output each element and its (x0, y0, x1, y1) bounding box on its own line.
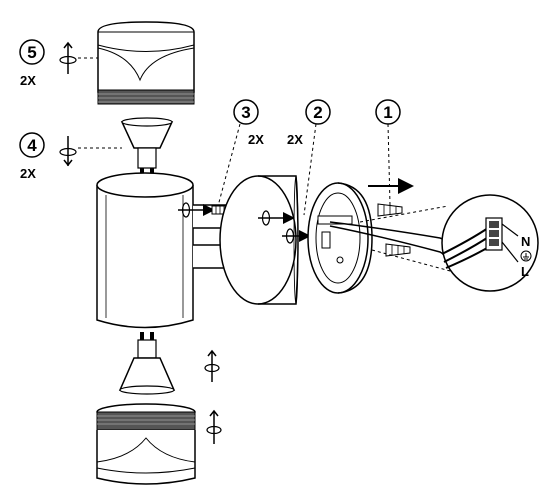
step-4-callout: 4 2X (19, 132, 45, 181)
step-5-quantity: 2X (20, 73, 36, 88)
bottom-lamp-reflector (118, 332, 176, 395)
step-5-callout: 5 2X (19, 39, 45, 88)
earth-icon (520, 250, 532, 262)
step-3-number: 3 (241, 103, 250, 122)
top-cap (97, 21, 195, 105)
leader-step-3 (217, 123, 241, 207)
leader-step-2 (303, 123, 317, 216)
detail-leader-bottom (371, 249, 455, 273)
step-1-number: 1 (383, 103, 392, 122)
leader-step-1 (387, 123, 391, 206)
step-2-callout: 2 2X (287, 99, 331, 147)
step-3-callout: 3 2X (233, 99, 264, 147)
wall-bracket (307, 182, 373, 294)
step-4-number: 4 (27, 136, 37, 155)
rotate-icon-bottom-cap (206, 409, 222, 444)
terminal-detail (441, 194, 539, 292)
step-4-quantity: 2X (20, 166, 36, 181)
step-3-quantity: 2X (248, 132, 264, 147)
wire-neutral-label: N (521, 234, 530, 249)
step-2-quantity: 2X (287, 132, 303, 147)
lamp-housing (96, 172, 241, 329)
step-4-circle (19, 132, 45, 158)
step-5-number: 5 (27, 43, 36, 62)
detail-leader-top (359, 205, 449, 223)
mounting-plate (219, 175, 299, 305)
step-5-circle (19, 39, 45, 65)
step-2-number: 2 (313, 103, 322, 122)
rotate-icon-step-5 (59, 41, 77, 74)
wall-plugs (377, 203, 411, 257)
step-3-circle (233, 99, 259, 125)
screw-arrows-plate (258, 210, 311, 244)
bottom-cap (96, 403, 196, 485)
step-1-callout: 1 (375, 99, 401, 125)
top-lamp-reflector (120, 117, 174, 176)
wiring-cable (329, 221, 451, 259)
rotate-icon-bottom-lamp (204, 349, 220, 382)
rotate-icon-step-4 (59, 136, 77, 167)
wire-live-label: L (521, 264, 529, 279)
step-2-circle (305, 99, 331, 125)
